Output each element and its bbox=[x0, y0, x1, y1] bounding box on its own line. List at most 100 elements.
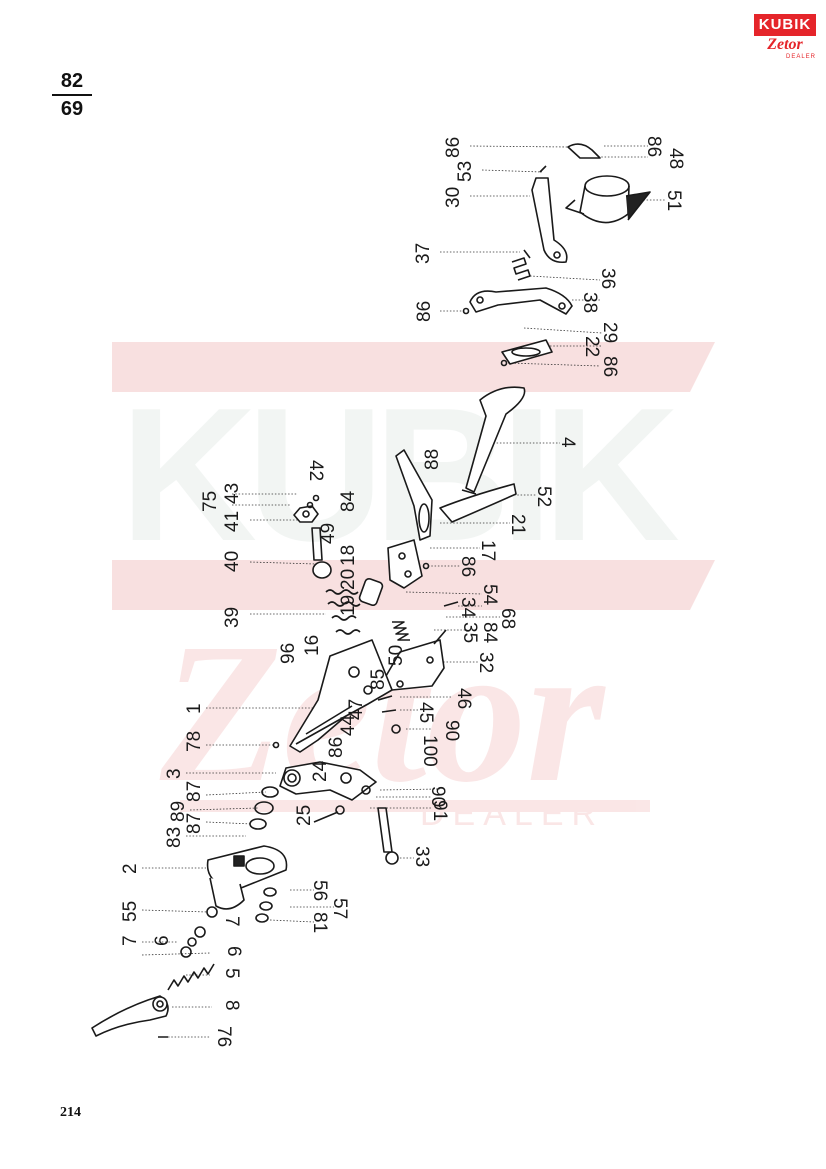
part-87-89-rings bbox=[249, 786, 279, 830]
page-number: 214 bbox=[60, 1105, 81, 1120]
callout-labels: 86 53 30 37 86 86 48 51 36 38 29 22 86 4… bbox=[120, 136, 686, 1047]
callout-32: 32 bbox=[475, 652, 496, 673]
watermark: KUBIK Zetor DEALER bbox=[112, 342, 715, 833]
part-4-shaft bbox=[461, 386, 526, 495]
callout-96: 96 bbox=[278, 643, 299, 664]
callout-86: 86 bbox=[599, 356, 620, 377]
callout-86: 86 bbox=[443, 137, 464, 158]
callout-36: 36 bbox=[597, 268, 618, 289]
callout-46: 46 bbox=[453, 688, 474, 709]
callout-2: 2 bbox=[120, 863, 141, 874]
callout-56: 56 bbox=[309, 880, 330, 901]
figure-number: 82 69 bbox=[52, 70, 92, 121]
callout-17: 17 bbox=[477, 540, 498, 561]
watermark-underline bbox=[180, 800, 650, 812]
callout-6: 6 bbox=[152, 935, 173, 946]
leader-lines bbox=[141, 145, 666, 1038]
part-25-bolt bbox=[313, 805, 345, 823]
part-48-link bbox=[567, 143, 601, 159]
callout-3: 3 bbox=[164, 768, 185, 779]
callout-52: 52 bbox=[533, 486, 554, 507]
watermark-band-top bbox=[112, 342, 715, 392]
callout-21: 21 bbox=[507, 514, 528, 535]
callout-55: 55 bbox=[120, 901, 141, 922]
callout-43: 43 bbox=[222, 483, 243, 504]
callout-48: 48 bbox=[665, 148, 686, 169]
callout-87: 87 bbox=[184, 813, 205, 834]
callout-90: 90 bbox=[427, 786, 448, 807]
callout-16: 16 bbox=[302, 635, 323, 656]
callout-84: 84 bbox=[338, 490, 359, 512]
part-30-lever bbox=[531, 177, 568, 264]
callout-84: 84 bbox=[479, 622, 500, 644]
callout-40: 40 bbox=[222, 551, 243, 572]
parts bbox=[91, 143, 651, 1038]
part-38-bracket bbox=[469, 287, 573, 315]
callout-86: 86 bbox=[643, 136, 664, 157]
callout-90: 90 bbox=[441, 720, 462, 741]
part-51-bowl bbox=[565, 175, 651, 224]
callout-89: 89 bbox=[168, 801, 189, 822]
callout-33: 33 bbox=[411, 846, 432, 867]
logo-tagline: DEALER bbox=[785, 54, 816, 60]
fraction-bar bbox=[52, 94, 92, 96]
callout-24: 24 bbox=[310, 760, 331, 782]
kubik-zetor-logo: KUBIK Zetor DEALER bbox=[754, 14, 816, 72]
callout-18: 18 bbox=[338, 545, 359, 566]
callout-42: 42 bbox=[305, 460, 326, 481]
part-33-bolt bbox=[377, 807, 399, 865]
callout-86: 86 bbox=[414, 301, 435, 322]
callout-20: 20 bbox=[338, 569, 359, 590]
callout-87: 87 bbox=[184, 781, 205, 802]
part-39-spring bbox=[325, 589, 361, 635]
callout-83: 83 bbox=[164, 827, 185, 848]
callout-47: 47 bbox=[346, 699, 367, 720]
callout-1: 1 bbox=[184, 703, 205, 714]
callout-86: 86 bbox=[326, 737, 347, 758]
callout-7: 7 bbox=[221, 916, 242, 927]
callout-8: 8 bbox=[221, 1000, 242, 1011]
callout-78: 78 bbox=[184, 731, 205, 752]
part-88-arm bbox=[395, 449, 433, 541]
callout-54: 54 bbox=[479, 584, 500, 606]
part-52-lever bbox=[439, 483, 517, 523]
callout-35: 35 bbox=[459, 622, 480, 643]
part-small-pins bbox=[158, 165, 547, 1038]
part-8-handle bbox=[91, 995, 169, 1037]
callout-45: 45 bbox=[415, 702, 436, 723]
callout-53: 53 bbox=[455, 161, 476, 182]
part-2-flange bbox=[206, 845, 288, 910]
watermark-script: Zetor bbox=[159, 603, 607, 824]
logo-brand: KUBIK bbox=[754, 14, 816, 36]
callout-51: 51 bbox=[663, 190, 684, 211]
part-16-spring bbox=[392, 621, 410, 641]
callout-39: 39 bbox=[222, 607, 243, 628]
logo-script: Zetor bbox=[767, 36, 803, 53]
watermark-band-mid bbox=[112, 560, 715, 610]
callout-91: 91 bbox=[429, 800, 450, 821]
part-36-spring bbox=[511, 257, 531, 281]
callout-85: 85 bbox=[368, 669, 389, 690]
callout-68: 68 bbox=[497, 608, 518, 629]
callout-30: 30 bbox=[443, 187, 464, 208]
callout-50: 50 bbox=[386, 645, 407, 666]
callout-41: 41 bbox=[222, 511, 243, 532]
part-1-housing bbox=[289, 639, 393, 753]
part-22-plate bbox=[501, 339, 553, 365]
callout-86: 86 bbox=[457, 556, 478, 577]
figure-denominator: 69 bbox=[60, 98, 84, 120]
callout-6: 6 bbox=[223, 946, 244, 957]
callout-5: 5 bbox=[221, 968, 242, 979]
callout-7: 7 bbox=[120, 935, 141, 946]
callout-38: 38 bbox=[579, 292, 600, 313]
figure-numerator: 82 bbox=[60, 70, 84, 92]
part-17-plate bbox=[387, 539, 423, 589]
callout-19: 19 bbox=[338, 595, 359, 616]
part-6-7-parts bbox=[180, 906, 218, 958]
part-18-bushing bbox=[358, 577, 384, 607]
callout-37: 37 bbox=[413, 243, 434, 264]
part-5-spring bbox=[167, 963, 215, 991]
part-24-fork bbox=[279, 761, 377, 801]
callout-81: 81 bbox=[309, 912, 330, 933]
